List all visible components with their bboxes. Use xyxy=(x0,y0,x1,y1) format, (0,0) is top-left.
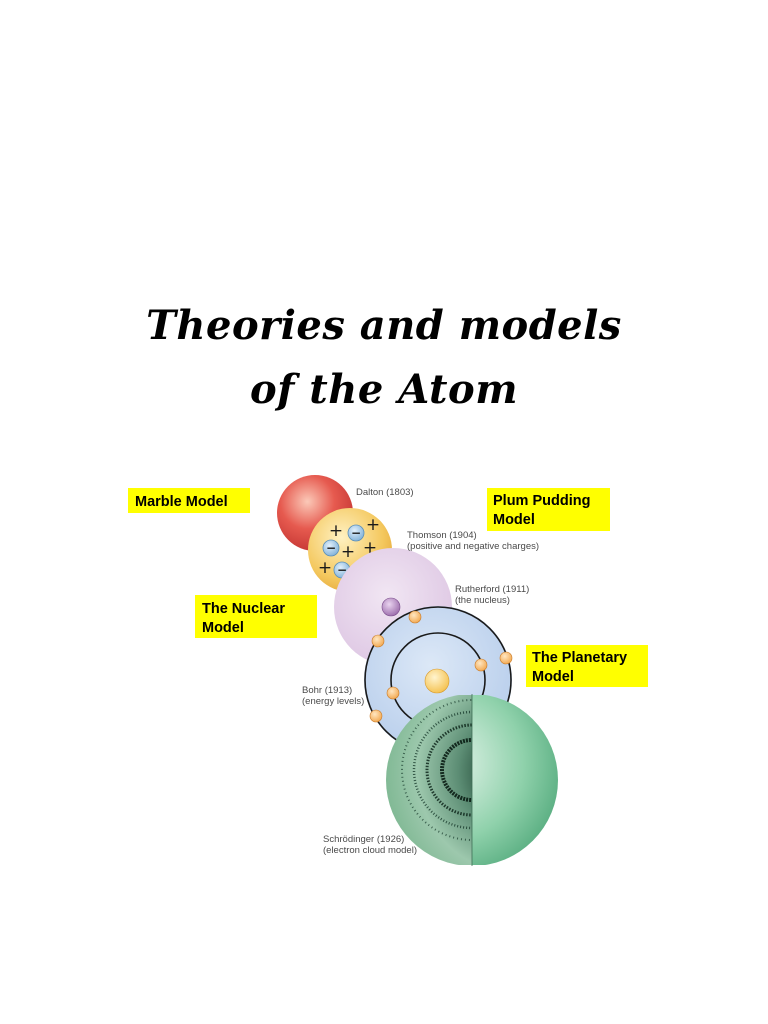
dalton-caption: Dalton (1803) xyxy=(356,487,414,498)
minus-sign: − xyxy=(351,526,361,540)
bohr-nucleus xyxy=(424,668,450,694)
planetary-model-label: The Planetary Model xyxy=(526,645,648,687)
plum-pudding-model-label: Plum Pudding Model xyxy=(487,488,610,531)
plum-pudding-text-1: Plum Pudding xyxy=(493,493,590,509)
plus-sign: + xyxy=(329,521,343,541)
thomson-caption-2: (positive and negative charges) xyxy=(407,541,539,552)
schrodinger-caption-1: Schrödinger (1926) xyxy=(323,834,404,845)
minus-sign: − xyxy=(337,563,347,577)
planetary-model-text-1: The Planetary xyxy=(532,650,627,666)
thomson-caption-1: Thomson (1904) xyxy=(407,530,477,541)
rutherford-caption-1: Rutherford (1911) xyxy=(455,584,529,595)
electron-cloud xyxy=(386,695,472,865)
rutherford-nucleus xyxy=(381,597,401,617)
plus-sign: + xyxy=(366,515,380,535)
plum-pudding-text-2: Model xyxy=(493,512,535,528)
page-title-line-2: of the Atom xyxy=(249,366,519,413)
positive-charges: + + + + + xyxy=(318,515,380,578)
plus-sign: + xyxy=(341,542,355,562)
rutherford-caption-2: (the nucleus) xyxy=(455,595,510,606)
nuclear-model-label: The Nuclear Model xyxy=(195,595,317,638)
nuclear-model-text-2: Model xyxy=(202,620,244,636)
bohr-caption-1: Bohr (1913) xyxy=(302,685,352,696)
planetary-model-text-2: Model xyxy=(532,669,574,685)
schrodinger-caption-2: (electron cloud model) xyxy=(323,845,417,856)
page-title-line-1: Theories and models xyxy=(146,302,622,349)
plus-sign: + xyxy=(318,558,332,578)
minus-sign: − xyxy=(326,541,336,555)
marble-model-text: Marble Model xyxy=(135,494,228,510)
bohr-electrons xyxy=(369,610,513,723)
bohr-caption-2: (energy levels) xyxy=(302,696,364,707)
schrodinger-sphere xyxy=(386,694,558,866)
nuclear-model-text-1: The Nuclear xyxy=(202,601,285,617)
marble-model-label: Marble Model xyxy=(128,488,250,513)
